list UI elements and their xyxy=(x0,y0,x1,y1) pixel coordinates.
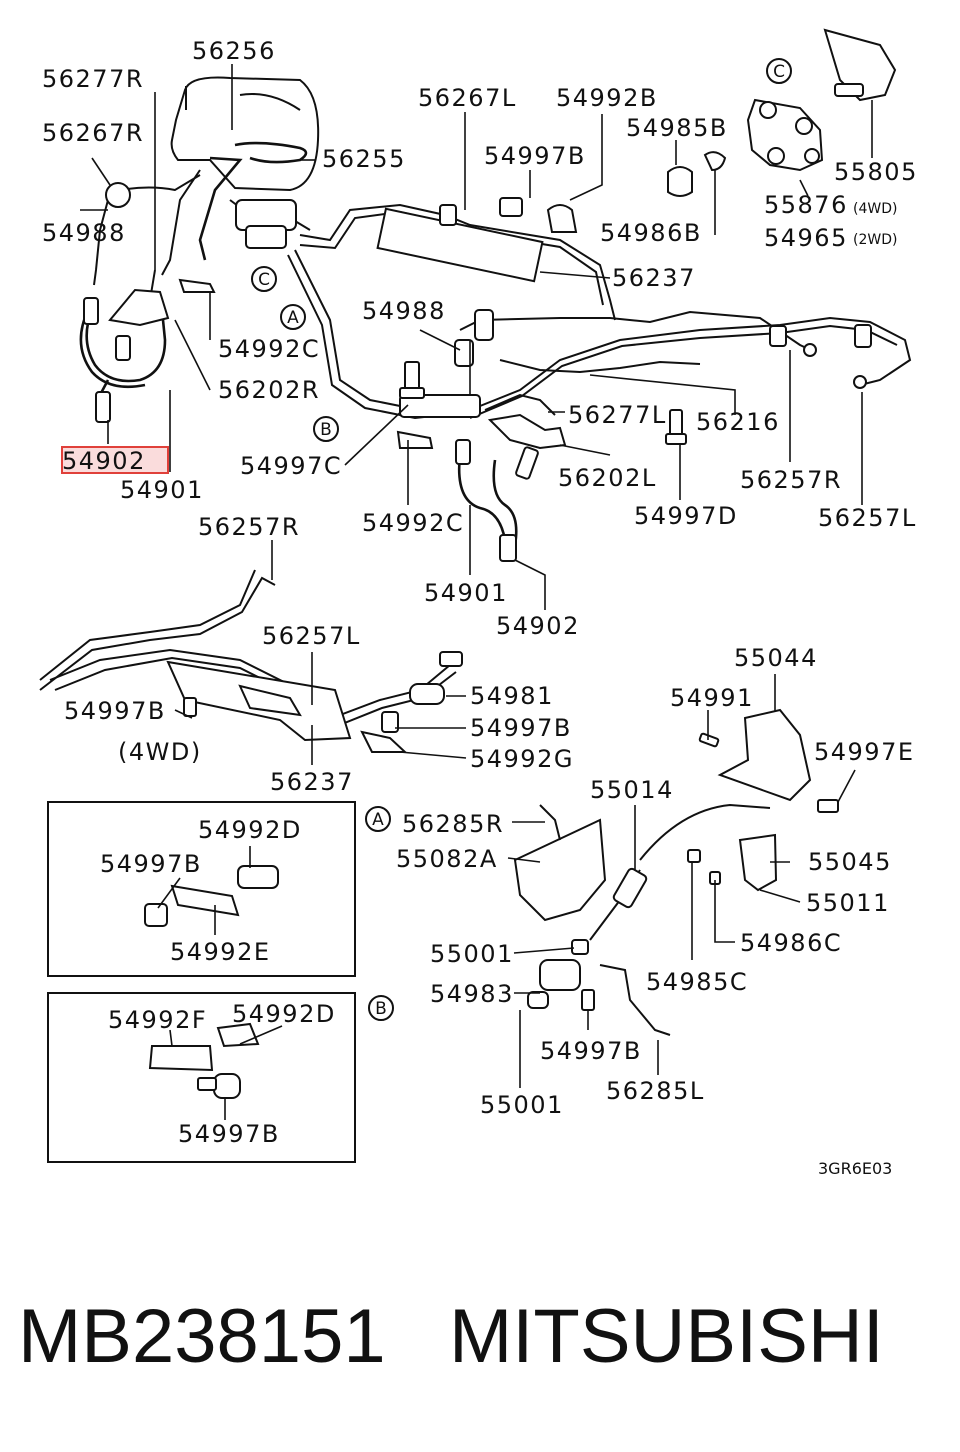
part-label-54986c[interactable]: 54986C xyxy=(740,929,842,957)
left-brake-hose xyxy=(79,288,170,423)
part-label-56285l[interactable]: 56285L xyxy=(606,1077,705,1105)
part-label-54997d[interactable]: 54997D xyxy=(634,502,738,530)
part-label-56257r-mid[interactable]: 56257R xyxy=(198,513,300,541)
part-label-54965[interactable]: 54965 xyxy=(764,224,848,252)
part-label-56202r[interactable]: 56202R xyxy=(218,376,320,404)
highlighted-part-box[interactable] xyxy=(61,446,169,474)
part-label-55011[interactable]: 55011 xyxy=(806,889,890,917)
part-label-55044[interactable]: 55044 xyxy=(734,644,818,672)
right-brake-hose xyxy=(455,413,567,562)
part-label-54997b-a[interactable]: 54997B xyxy=(100,850,202,878)
part-label-54983[interactable]: 54983 xyxy=(430,980,514,1008)
part-title: MB238151 MITSUBISHI xyxy=(0,1282,960,1392)
part-label-55001-top[interactable]: 55001 xyxy=(430,940,514,968)
part-label-56237-bottom[interactable]: 56237 xyxy=(270,768,354,796)
part-label-56257r-top[interactable]: 56257R xyxy=(740,466,842,494)
part-label-56255[interactable]: 56255 xyxy=(322,145,406,173)
part-label-56267r[interactable]: 56267R xyxy=(42,119,144,147)
drawing-code: 3GR6E03 xyxy=(818,1159,892,1178)
part-label-55876[interactable]: 55876 xyxy=(764,191,848,219)
four-wd-lines xyxy=(39,569,463,753)
part-label-54985b[interactable]: 54985B xyxy=(626,114,728,142)
part-label-55014[interactable]: 55014 xyxy=(590,776,674,804)
four-wd-caption: (4WD) xyxy=(118,738,202,766)
part-label-56285r[interactable]: 56285R xyxy=(402,810,504,838)
part-label-54997b-4wd-left[interactable]: 54997B xyxy=(64,697,166,725)
callout-a-box: A xyxy=(372,810,384,830)
part-label-56277l[interactable]: 56277L xyxy=(568,401,667,429)
part-label-54992g[interactable]: 54992G xyxy=(470,745,574,773)
part-label-54992d-b[interactable]: 54992D xyxy=(232,1000,336,1028)
part-label-55045[interactable]: 55045 xyxy=(808,848,892,876)
part-label-56237-top[interactable]: 56237 xyxy=(612,264,696,292)
leader-lines xyxy=(80,64,873,1120)
bolts-top xyxy=(178,151,727,449)
part-label-54992c-top[interactable]: 54992C xyxy=(218,335,320,363)
part-label-54997b-top[interactable]: 54997B xyxy=(484,142,586,170)
part-label-55805[interactable]: 55805 xyxy=(834,158,918,186)
part-label-54901-left[interactable]: 54901 xyxy=(120,476,204,504)
part-label-54997b-bottom[interactable]: 54997B xyxy=(540,1037,642,1065)
part-label-54992e[interactable]: 54992E xyxy=(170,938,271,966)
brand-name: MITSUBISHI xyxy=(448,1294,884,1379)
detail-box-a xyxy=(47,801,356,977)
callout-a-top: A xyxy=(287,308,299,328)
part-label-54985c[interactable]: 54985C xyxy=(646,968,748,996)
variant-tag-4wd: (4WD) xyxy=(853,201,897,217)
part-label-54997e[interactable]: 54997E xyxy=(814,738,915,766)
part-number: MB238151 xyxy=(18,1294,386,1379)
part-labels: 56256 56277R 56267R 56255 54988 54992C 5… xyxy=(42,37,918,1178)
part-label-54981[interactable]: 54981 xyxy=(470,682,554,710)
part-label-55001-bottom[interactable]: 55001 xyxy=(480,1091,564,1119)
part-label-54997b-b[interactable]: 54997B xyxy=(178,1120,280,1148)
part-label-56267l[interactable]: 56267L xyxy=(418,84,517,112)
callout-c-top: C xyxy=(258,270,270,290)
part-label-54997c[interactable]: 54997C xyxy=(240,452,342,480)
part-label-56257l-mid[interactable]: 56257L xyxy=(262,622,361,650)
master-cylinder-assembly xyxy=(93,76,320,311)
callout-c-valve: C xyxy=(773,62,785,82)
section-callouts: C A B C A B xyxy=(251,58,792,1021)
part-label-56202l[interactable]: 56202L xyxy=(558,464,657,492)
part-label-54992b[interactable]: 54992B xyxy=(556,84,658,112)
part-label-54991[interactable]: 54991 xyxy=(670,684,754,712)
part-label-55082a[interactable]: 55082A xyxy=(396,845,498,873)
main-brake-lines xyxy=(287,203,912,420)
proportioning-valve xyxy=(746,28,897,172)
parking-brake-assembly xyxy=(513,708,839,1036)
part-label-56257l-top[interactable]: 56257L xyxy=(818,504,917,532)
part-label-56277r[interactable]: 56277R xyxy=(42,65,144,93)
part-label-54986b[interactable]: 54986B xyxy=(600,219,702,247)
part-label-54901-mid[interactable]: 54901 xyxy=(424,579,508,607)
part-label-54992c-mid[interactable]: 54992C xyxy=(362,509,464,537)
callout-b-top: B xyxy=(320,420,332,440)
part-label-54988-left[interactable]: 54988 xyxy=(42,219,126,247)
part-label-54988-mid[interactable]: 54988 xyxy=(362,297,446,325)
part-label-54992d-a[interactable]: 54992D xyxy=(198,816,302,844)
part-label-54902-mid[interactable]: 54902 xyxy=(496,612,580,640)
part-label-54902-highlighted[interactable]: 54902 xyxy=(62,447,146,475)
part-label-54997b-4wd-right[interactable]: 54997B xyxy=(470,714,572,742)
part-label-56216[interactable]: 56216 xyxy=(696,408,780,436)
part-label-54992f[interactable]: 54992F xyxy=(108,1006,207,1034)
callout-b-box: B xyxy=(375,999,387,1019)
part-label-56256[interactable]: 56256 xyxy=(192,37,276,65)
variant-tag-2wd: (2WD) xyxy=(853,232,897,248)
